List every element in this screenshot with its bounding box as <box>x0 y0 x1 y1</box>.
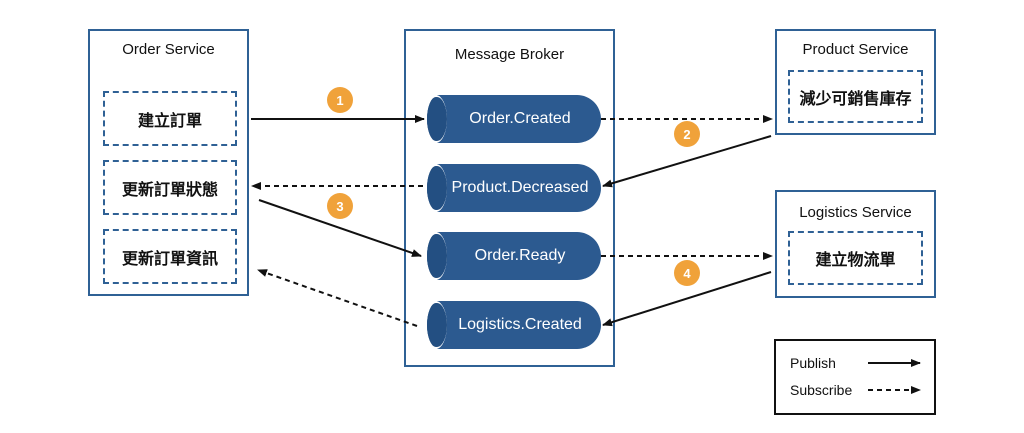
legend-subscribe-label: Subscribe <box>790 382 853 398</box>
arrow-publish-logistics-created <box>602 271 772 327</box>
legend: Publish Subscribe <box>774 339 936 415</box>
topic-order-created-label: Order.Created <box>469 110 571 127</box>
order-task-update-info: 更新訂單資訊 <box>103 229 237 284</box>
order-service-title: Order Service <box>122 41 215 58</box>
logistics-task-create-shipment: 建立物流單 <box>788 231 923 285</box>
arrow-publish-order-ready <box>258 199 422 257</box>
legend-publish-label: Publish <box>790 355 836 371</box>
topic-order-created: Order.Created <box>425 95 601 143</box>
legend-lines <box>868 359 921 394</box>
topic-logistics-created: Logistics.Created <box>425 301 601 349</box>
topic-logistics-created-label: Logistics.Created <box>458 316 582 333</box>
message-broker-title: Message Broker <box>454 46 565 63</box>
logistics-service-title: Logistics Service <box>799 204 912 221</box>
order-task-update-status: 更新訂單狀態 <box>103 160 237 215</box>
step-badge-1: 1 <box>327 87 353 113</box>
product-service-title: Product Service <box>802 41 909 58</box>
arrow-subscribe-logistics-created <box>257 269 418 327</box>
step-badge-4: 4 <box>674 260 700 286</box>
topic-order-ready: Order.Ready <box>425 232 601 280</box>
topic-product-decreased: Product.Decreased <box>425 164 601 212</box>
topic-product-decreased-label: Product.Decreased <box>451 179 589 196</box>
arrow-publish-product-decreased <box>602 135 772 188</box>
step-badge-3: 3 <box>327 193 353 219</box>
topic-order-ready-label: Order.Ready <box>474 247 566 264</box>
step-badge-2: 2 <box>674 121 700 147</box>
product-task-decrease-stock: 減少可銷售庫存 <box>788 70 923 123</box>
order-task-create: 建立訂單 <box>103 91 237 146</box>
